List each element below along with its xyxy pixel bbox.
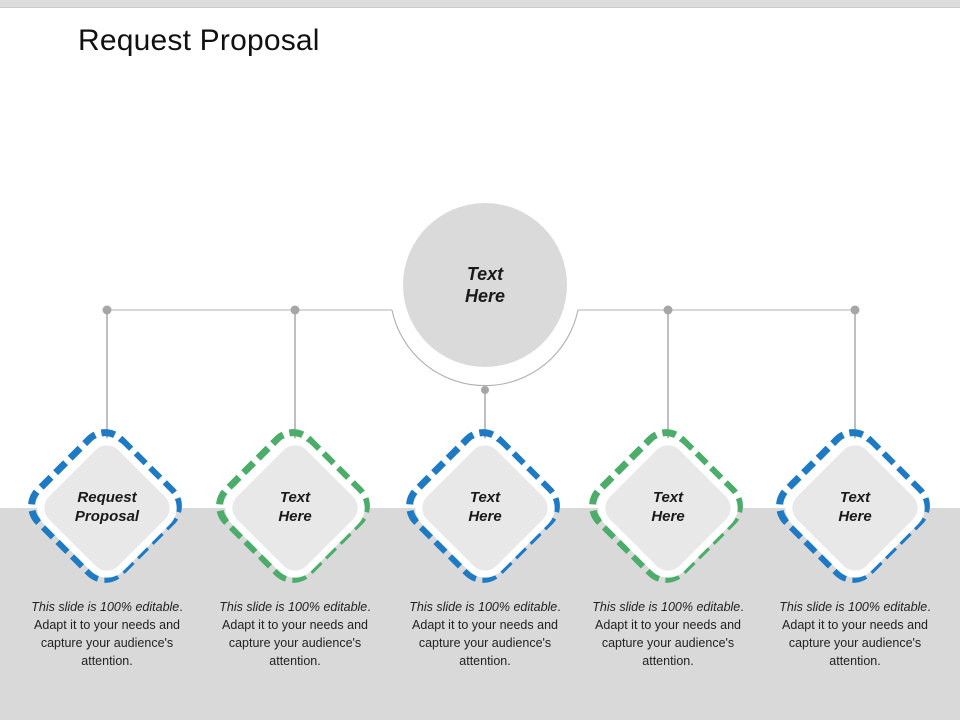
diamond-label-3: Text Here — [407, 430, 563, 586]
caption-1-rest: . Adapt it to your needs and capture you… — [34, 600, 183, 669]
diamond-label-3-line2: Here — [468, 508, 502, 525]
caption-2-rest: . Adapt it to your needs and capture you… — [222, 600, 371, 669]
junction-dot-3 — [481, 386, 489, 394]
caption-2: This slide is 100% editable. Adapt it to… — [206, 598, 384, 671]
diamond-label-1-line2: Proposal — [74, 508, 140, 525]
caption-1-emphasis: This slide is 100% editable — [31, 600, 180, 614]
diamond-label-4: Text Here — [590, 430, 746, 586]
junction-dot-1 — [102, 305, 112, 315]
caption-5: This slide is 100% editable. Adapt it to… — [766, 598, 944, 671]
diamond-label-1-line1: Request — [77, 489, 137, 507]
diamond-label-1: Request Proposal — [29, 430, 185, 586]
center-hub-circle[interactable]: Text Here — [403, 203, 567, 367]
top-edge-strip — [0, 0, 960, 7]
caption-1: This slide is 100% editable. Adapt it to… — [18, 598, 196, 671]
diamond-label-3-line1: Text — [469, 489, 501, 507]
caption-2-emphasis: This slide is 100% editable — [219, 600, 368, 614]
diamond-node-4[interactable]: Text Here — [578, 418, 754, 594]
junction-dot-5 — [850, 305, 860, 315]
caption-4-rest: . Adapt it to your needs and capture you… — [595, 600, 744, 669]
diamond-label-5: Text Here — [777, 430, 933, 586]
diamond-label-5-line2: Here — [838, 508, 872, 525]
diamond-node-3[interactable]: Text Here — [395, 418, 571, 594]
diamond-label-2-line2: Here — [278, 508, 312, 525]
caption-4-emphasis: This slide is 100% editable — [592, 600, 741, 614]
caption-3-rest: . Adapt it to your needs and capture you… — [412, 600, 561, 669]
diamond-label-5-line1: Text — [839, 489, 871, 507]
caption-3-emphasis: This slide is 100% editable — [409, 600, 558, 614]
diamond-label-4-line1: Text — [652, 489, 684, 507]
page-title: Request Proposal — [78, 24, 320, 57]
diamond-node-2[interactable]: Text Here — [205, 418, 381, 594]
center-hub-label-line2: Here — [464, 286, 506, 306]
caption-5-rest: . Adapt it to your needs and capture you… — [782, 600, 931, 669]
junction-dot-2 — [290, 305, 300, 315]
diamond-node-5[interactable]: Text Here — [765, 418, 941, 594]
diamond-label-2: Text Here — [217, 430, 373, 586]
diamond-label-2-line1: Text — [279, 489, 311, 507]
caption-4: This slide is 100% editable. Adapt it to… — [579, 598, 757, 671]
center-hub-label-line1: Text — [466, 263, 504, 284]
caption-3: This slide is 100% editable. Adapt it to… — [396, 598, 574, 671]
top-edge-divider — [0, 7, 960, 8]
caption-5-emphasis: This slide is 100% editable — [779, 600, 928, 614]
diamond-label-4-line2: Here — [651, 508, 685, 525]
junction-dot-4 — [663, 305, 673, 315]
diamond-node-1[interactable]: Request Proposal — [17, 418, 193, 594]
connector-arc-under-hub — [391, 309, 579, 387]
